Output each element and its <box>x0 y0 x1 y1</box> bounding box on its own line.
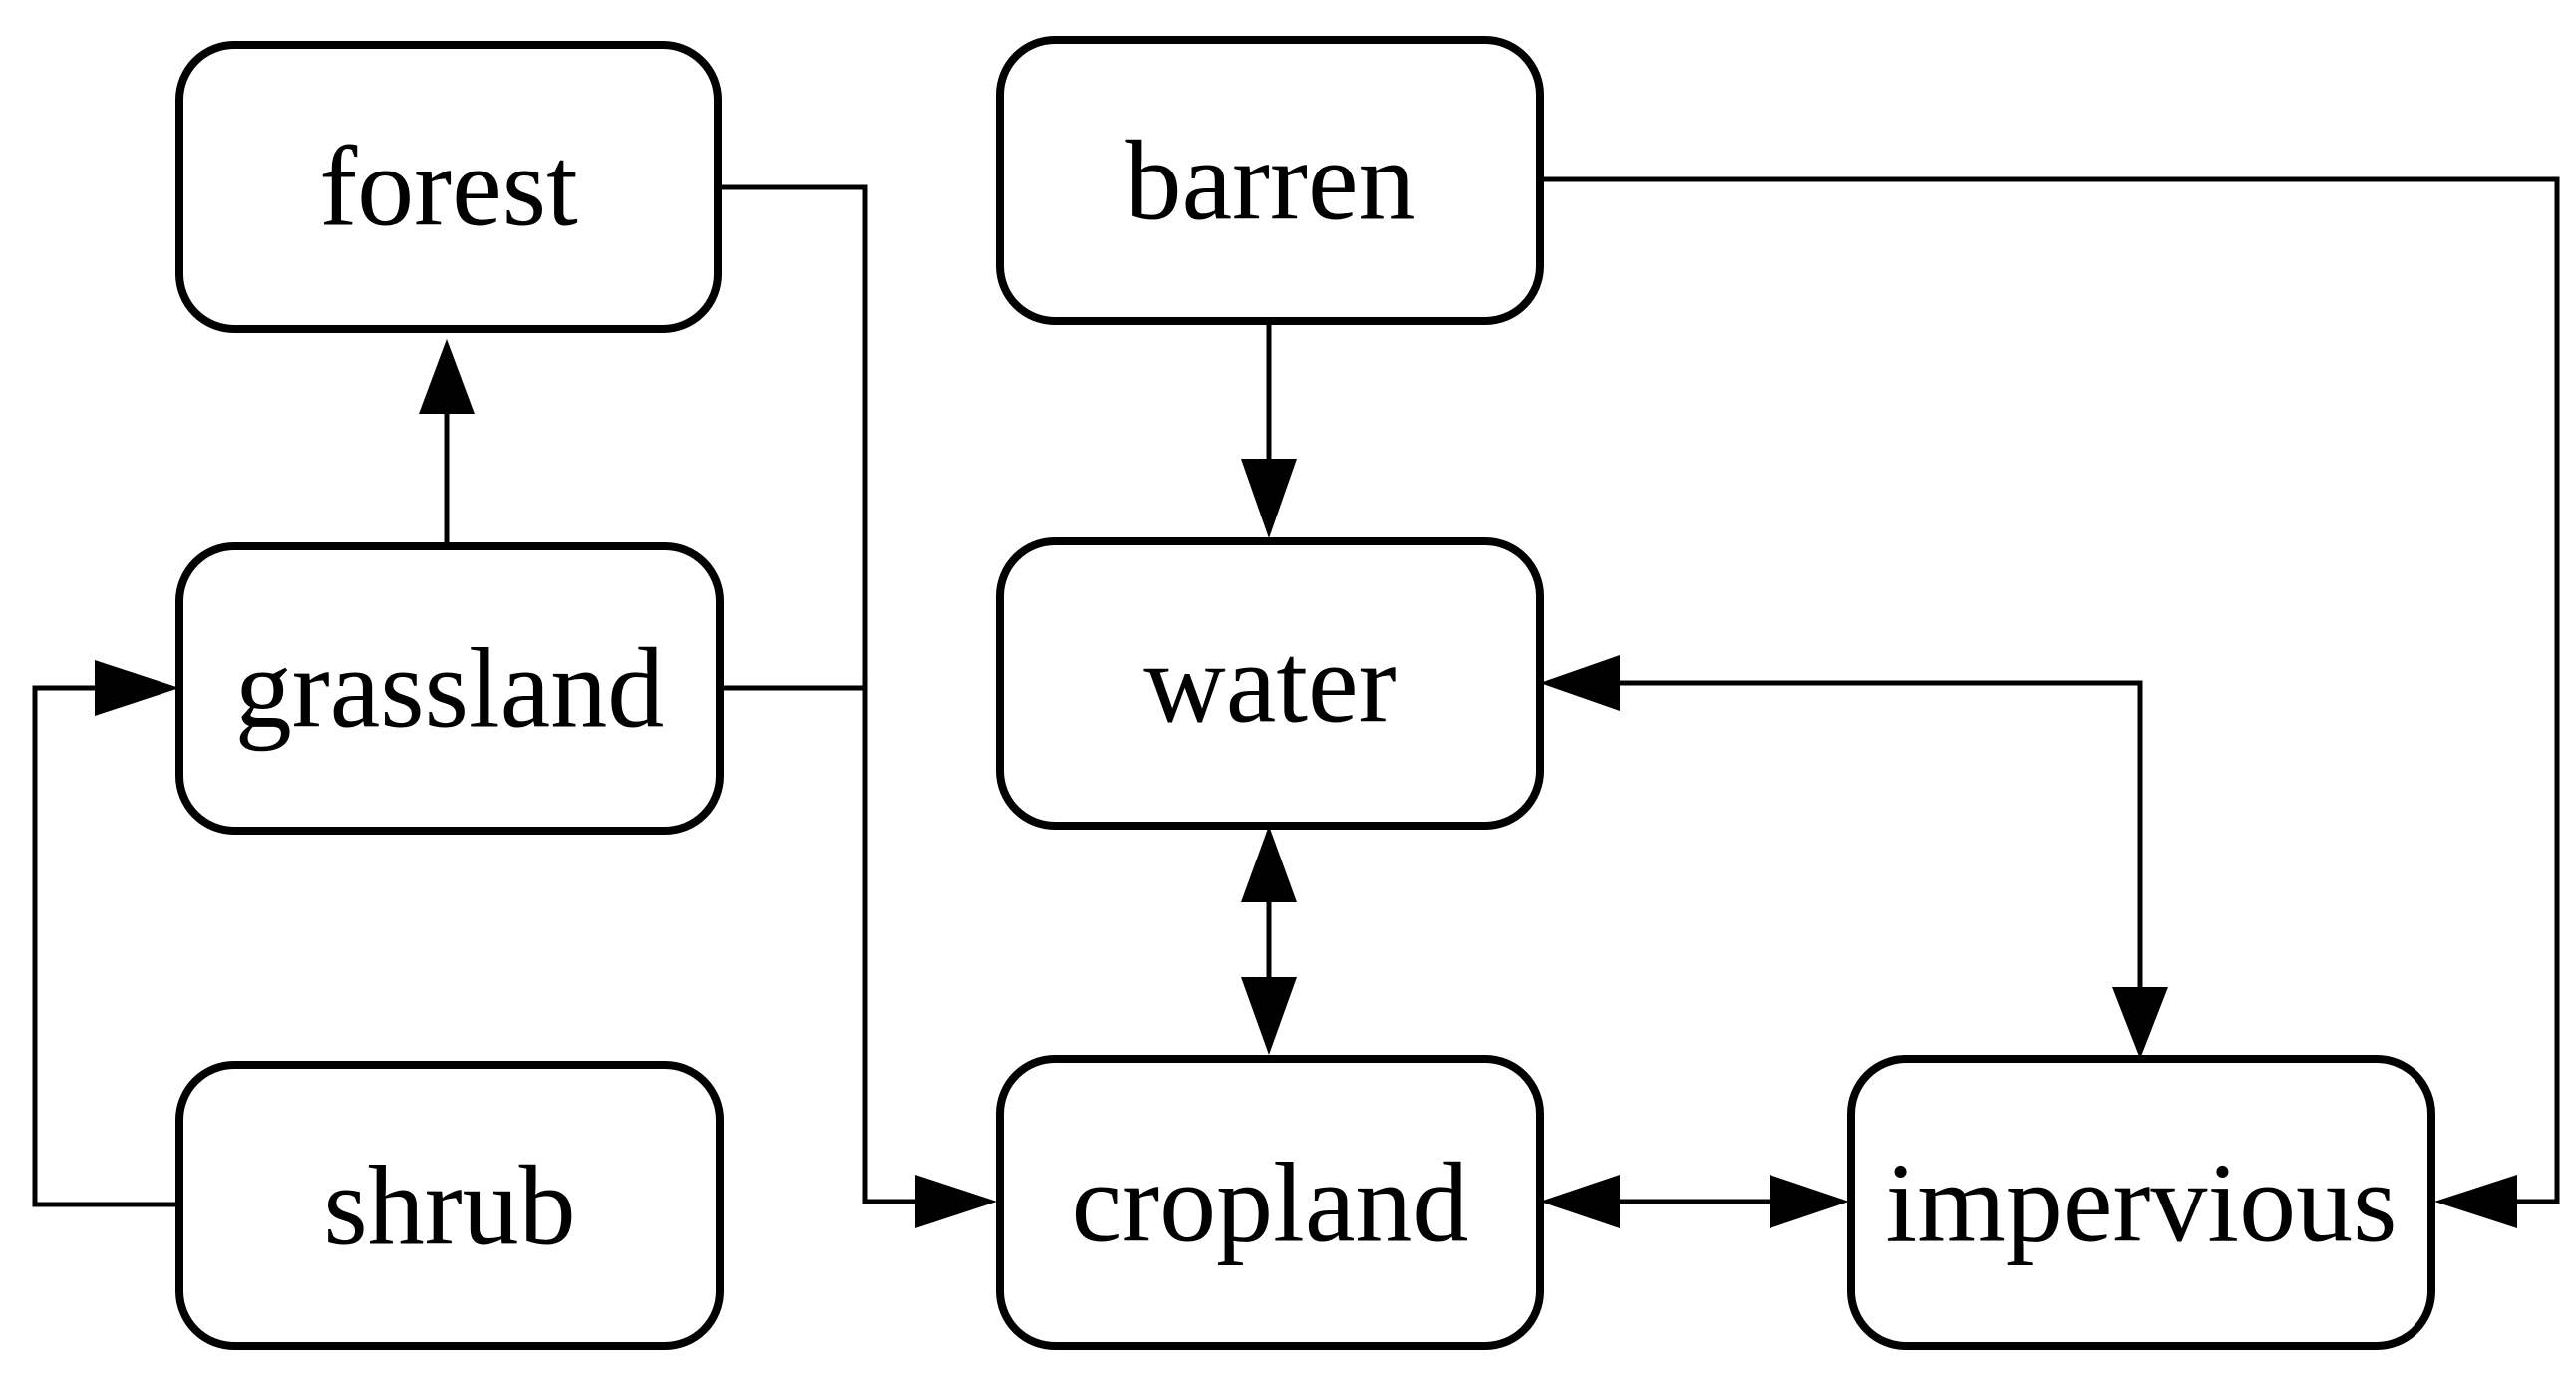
arrowhead-cropland-left <box>915 1175 997 1228</box>
node-label-shrub: shrub <box>323 1143 575 1269</box>
arrowhead-cropland-top <box>1241 977 1297 1055</box>
node-impervious: impervious <box>1847 1055 2435 1350</box>
node-label-cropland: cropland <box>1072 1140 1469 1266</box>
edge-water-impervious <box>1620 680 2143 987</box>
edge-shrub-to-grassland <box>32 685 179 1207</box>
node-label-barren: barren <box>1125 118 1415 244</box>
arrowhead-water-top <box>1241 459 1297 538</box>
arrowhead-impervious-left <box>1770 1175 1849 1228</box>
node-label-forest: forest <box>319 124 578 250</box>
node-label-impervious: impervious <box>1886 1140 2398 1266</box>
edge-barren-to-impervious <box>1543 176 2560 1204</box>
arrowhead-impervious-top <box>2112 987 2168 1059</box>
arrowhead-impervious-right <box>2434 1175 2517 1228</box>
node-barren: barren <box>996 36 1544 325</box>
edges <box>32 176 2560 1228</box>
arrowhead-grassland-left <box>95 660 179 716</box>
node-shrub: shrub <box>175 1061 724 1350</box>
node-forest: forest <box>175 41 722 333</box>
node-cropland: cropland <box>996 1055 1544 1350</box>
node-label-water: water <box>1143 620 1396 747</box>
edge-forest-to-cropland <box>718 184 915 1204</box>
node-label-grassland: grassland <box>235 625 665 752</box>
arrowhead-forest <box>419 339 475 414</box>
arrowhead-water-right <box>1540 655 1620 711</box>
arrowhead-water-bottom <box>1241 826 1297 902</box>
arrowhead-cropland-right <box>1540 1175 1620 1228</box>
node-grassland: grassland <box>175 542 724 835</box>
node-water: water <box>996 537 1544 830</box>
